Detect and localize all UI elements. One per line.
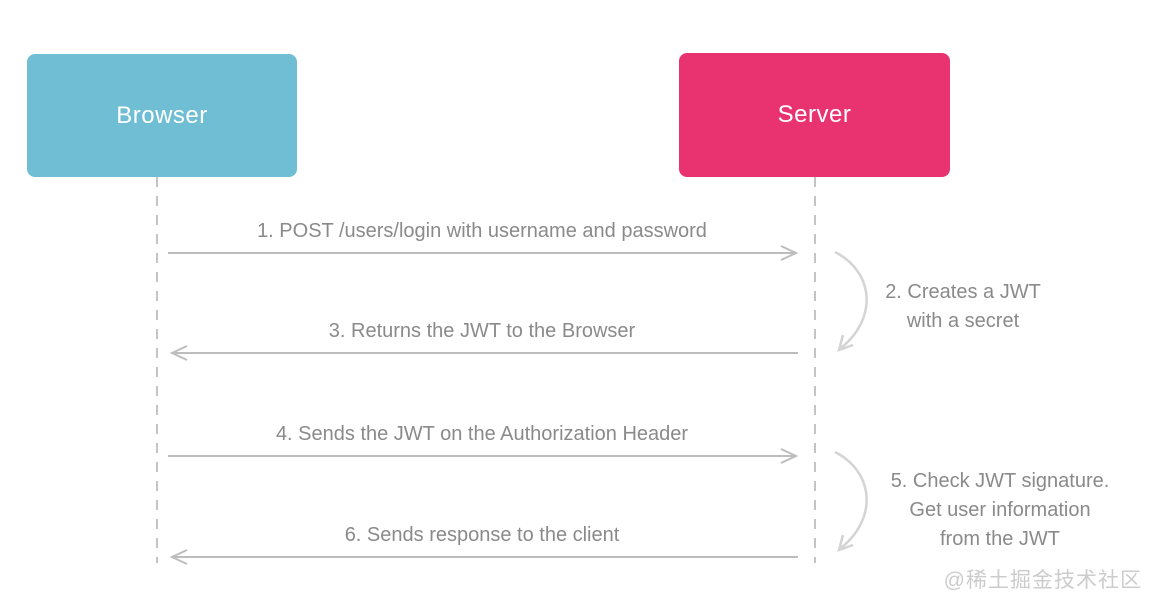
message-4-arrow [168,448,799,464]
message-3-arrow [169,345,798,361]
self-action-2-note-line: with a secret [906,310,1020,332]
self-action-5-arrow [834,450,868,552]
self-action-5-note-line: Get user information [909,499,1091,521]
watermark: @稀土掘金技术社区 [943,569,1142,592]
actor-browser-label: Browser [116,101,208,129]
message-6-arrow [169,549,798,565]
self-action-2-note: 2. Creates a JWT with a secret [843,278,1083,336]
message-6-label: 6. Sends response to the client [344,524,620,546]
message-3-label: 3. Returns the JWT to the Browser [328,320,636,342]
actor-browser-box: Browser [27,54,297,177]
actor-server-label: Server [777,101,852,128]
self-action-5-note: 5. Check JWT signature. Get user informa… [855,467,1145,554]
self-action-2-arrow [834,250,868,352]
self-action-5-note-line: 5. Check JWT signature. [890,470,1110,492]
actor-server-box: Server [679,53,950,177]
message-1-label: 1. POST /users/login with username and p… [257,220,707,242]
message-4-label: 4. Sends the JWT on the Authorization He… [275,423,689,445]
self-action-5-note-line: from the JWT [939,528,1060,550]
self-action-2-note-line: 2. Creates a JWT [885,281,1041,303]
message-1-arrow [168,245,799,261]
